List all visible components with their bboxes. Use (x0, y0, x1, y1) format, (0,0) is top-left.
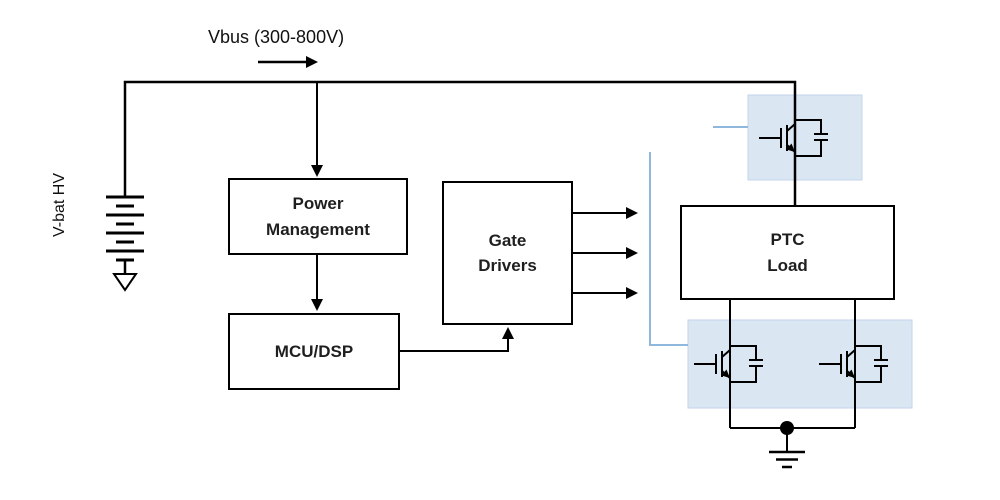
power-management-label-line-2: Management (266, 219, 370, 239)
gate-drivers-block: Gate Drivers (442, 181, 573, 325)
vbus-direction-arrow (258, 56, 318, 68)
bus-to-power-management-arrow (311, 82, 323, 177)
power-management-label-line-1: Power (292, 194, 344, 213)
mcu-dsp-label: MCU/DSP (274, 341, 354, 361)
gate-drivers-label-line-1: Gate (488, 230, 527, 250)
vbus-label: Vbus (300-800V) (208, 27, 345, 47)
ptc-load-label-line-1: PTC (770, 230, 805, 249)
gate-signal-wires (649, 126, 748, 346)
battery-icon (106, 195, 144, 274)
mcu-to-gate-drivers-arrow (400, 327, 514, 352)
gate-drivers-label-line-2: Drivers (478, 256, 537, 275)
ptc-load-block: PTC Load (680, 205, 895, 300)
gate-driver-output-arrows (573, 207, 638, 299)
igbt-module-bottom (687, 319, 913, 409)
power-management-to-mcu-arrow (311, 255, 323, 311)
ground-icon (769, 428, 805, 469)
battery-ground-arrow-icon (112, 273, 138, 292)
mcu-dsp-block: MCU/DSP (228, 313, 400, 390)
hv-bus-wire (123, 80, 797, 205)
vbat-label: V-bat HV (51, 172, 68, 238)
ptc-load-label-line-2: Load (767, 255, 808, 275)
power-management-block: Power Management (228, 178, 408, 255)
